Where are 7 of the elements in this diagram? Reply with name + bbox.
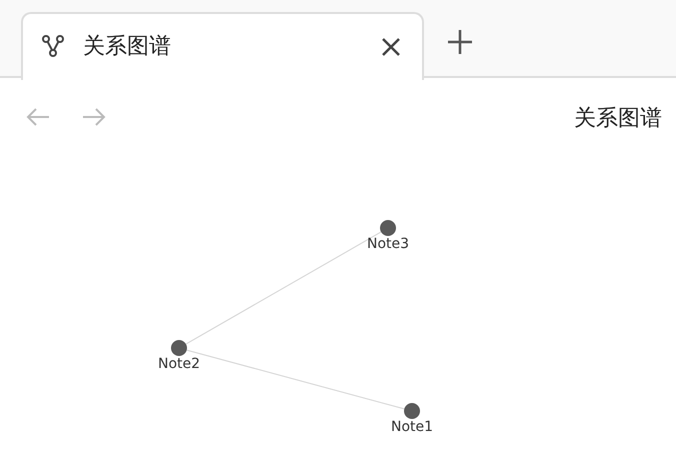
node-label: Note1 xyxy=(390,419,434,435)
connector-line xyxy=(186,350,405,410)
node-label: Note3 xyxy=(366,236,410,252)
node-label: Note2 xyxy=(156,356,202,372)
page-heading: 关系图谱 xyxy=(574,105,662,133)
tab-title: 关系图谱 xyxy=(83,33,171,61)
connector-line xyxy=(185,231,382,345)
